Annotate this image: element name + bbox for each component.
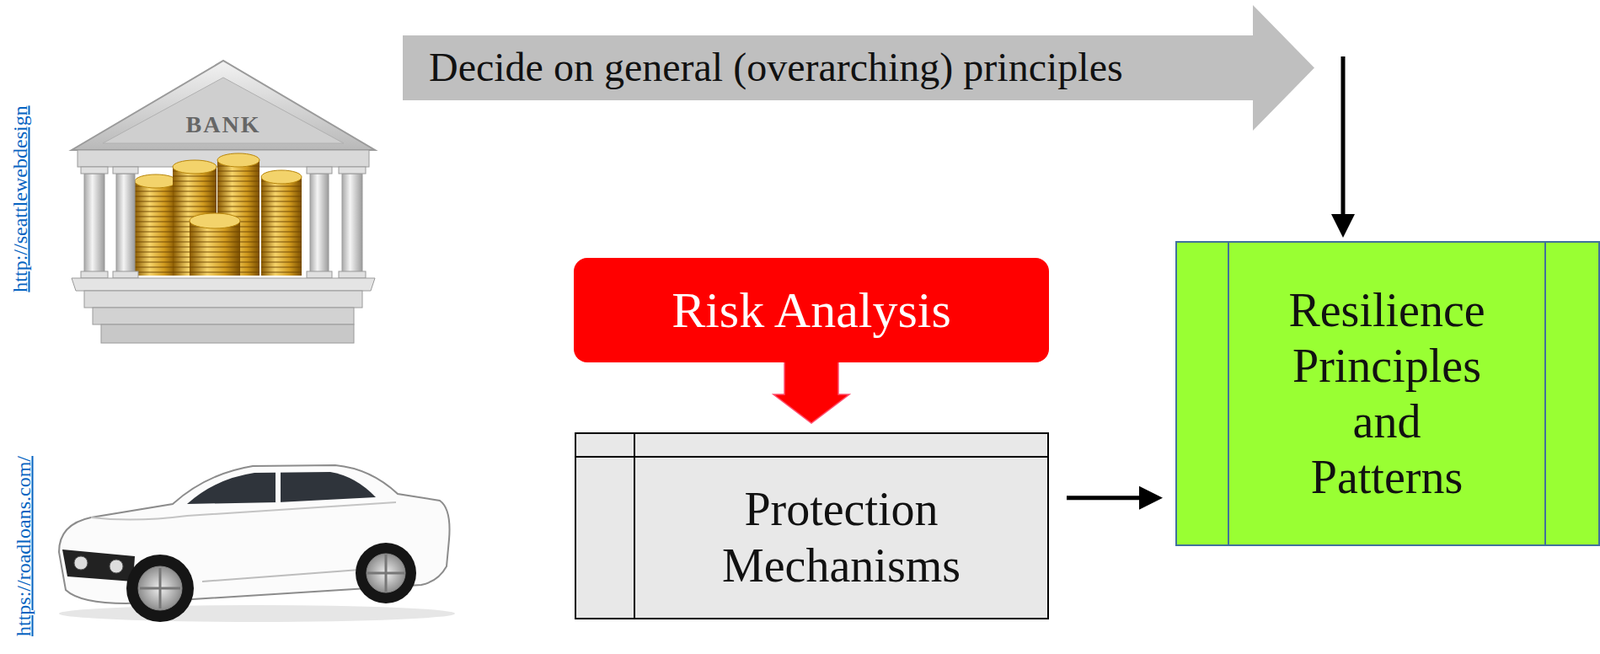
node-text: Resilience Principles and Patterns (1281, 282, 1493, 505)
car-shadow (58, 604, 455, 622)
coin-top (172, 160, 217, 174)
car-illustration (58, 465, 455, 622)
coin-stack (134, 181, 177, 276)
coin-edges (261, 176, 302, 276)
risk-box: Risk Analysis (573, 257, 1049, 363)
node-content: Resilience Principles and Patterns (1229, 242, 1545, 545)
block-arrow-shape (773, 360, 850, 423)
bank-columns (80, 166, 366, 279)
node-text: Decide on general (overarching) principl… (428, 45, 1124, 91)
bank-pediment (71, 60, 375, 150)
car-grille (62, 549, 135, 582)
source-link: http://seattlewebdesign (9, 105, 33, 292)
step (101, 324, 354, 343)
coin-stack (189, 220, 241, 276)
coin-top (189, 213, 241, 229)
car-pillar (275, 471, 281, 503)
divider-line (633, 433, 636, 618)
bank-steps (71, 278, 375, 343)
bank-floor (71, 278, 375, 291)
column-base (80, 271, 108, 279)
coin-top (134, 174, 177, 188)
car-hood-line (90, 502, 396, 520)
arrowhead (1331, 214, 1355, 238)
node-text: Risk Analysis (671, 281, 952, 340)
column (116, 173, 135, 273)
column-base (338, 271, 366, 279)
gold-coin-stacks (134, 153, 302, 276)
bank-pediment-inner (102, 77, 344, 144)
arrow-connector (1066, 486, 1163, 510)
column-capital (338, 166, 366, 174)
node-text: Protection Mechanisms (681, 481, 1002, 594)
connector-line (1341, 56, 1346, 216)
column-capital (80, 166, 108, 174)
divider-line (576, 455, 1048, 458)
coin-top (217, 153, 260, 167)
coin-stack (261, 176, 302, 276)
column (310, 173, 329, 273)
node-content: Risk Analysis (573, 257, 1049, 363)
column-base (306, 271, 332, 279)
divider-line (1227, 242, 1230, 545)
step (84, 290, 363, 308)
car-window (187, 471, 376, 504)
column-capital (306, 166, 332, 174)
connector-line (1066, 495, 1141, 500)
block-arrow-connector (773, 360, 850, 423)
car-spokes (139, 554, 405, 609)
node-content: Decide on general (overarching) principl… (428, 35, 1124, 101)
resilience-box: Resilience Principles and Patterns (1175, 240, 1600, 546)
source-link: https://roadloans.com/ (12, 455, 36, 637)
column (84, 173, 105, 273)
divider-line (1544, 242, 1547, 545)
step (92, 307, 354, 325)
coin-edges (189, 220, 241, 276)
column-base (112, 271, 139, 279)
coin-top (261, 170, 302, 184)
coin-edges (134, 181, 177, 276)
bank-illustration (71, 60, 375, 343)
car-headlight (109, 559, 124, 573)
protection-box: Protection Mechanisms (574, 432, 1049, 620)
bank-entablature (77, 149, 370, 167)
car-headlight (74, 556, 88, 570)
arrow-connector (1331, 56, 1355, 238)
arrowhead (1139, 486, 1163, 510)
bank-sign: BANK (186, 111, 262, 139)
car-body (58, 465, 450, 604)
column (342, 173, 363, 273)
block-arrow: Decide on general (overarching) principl… (402, 5, 1315, 131)
arrow-outline (402, 5, 1315, 131)
column-capital (112, 166, 139, 174)
node-content: Protection Mechanisms (635, 457, 1048, 618)
